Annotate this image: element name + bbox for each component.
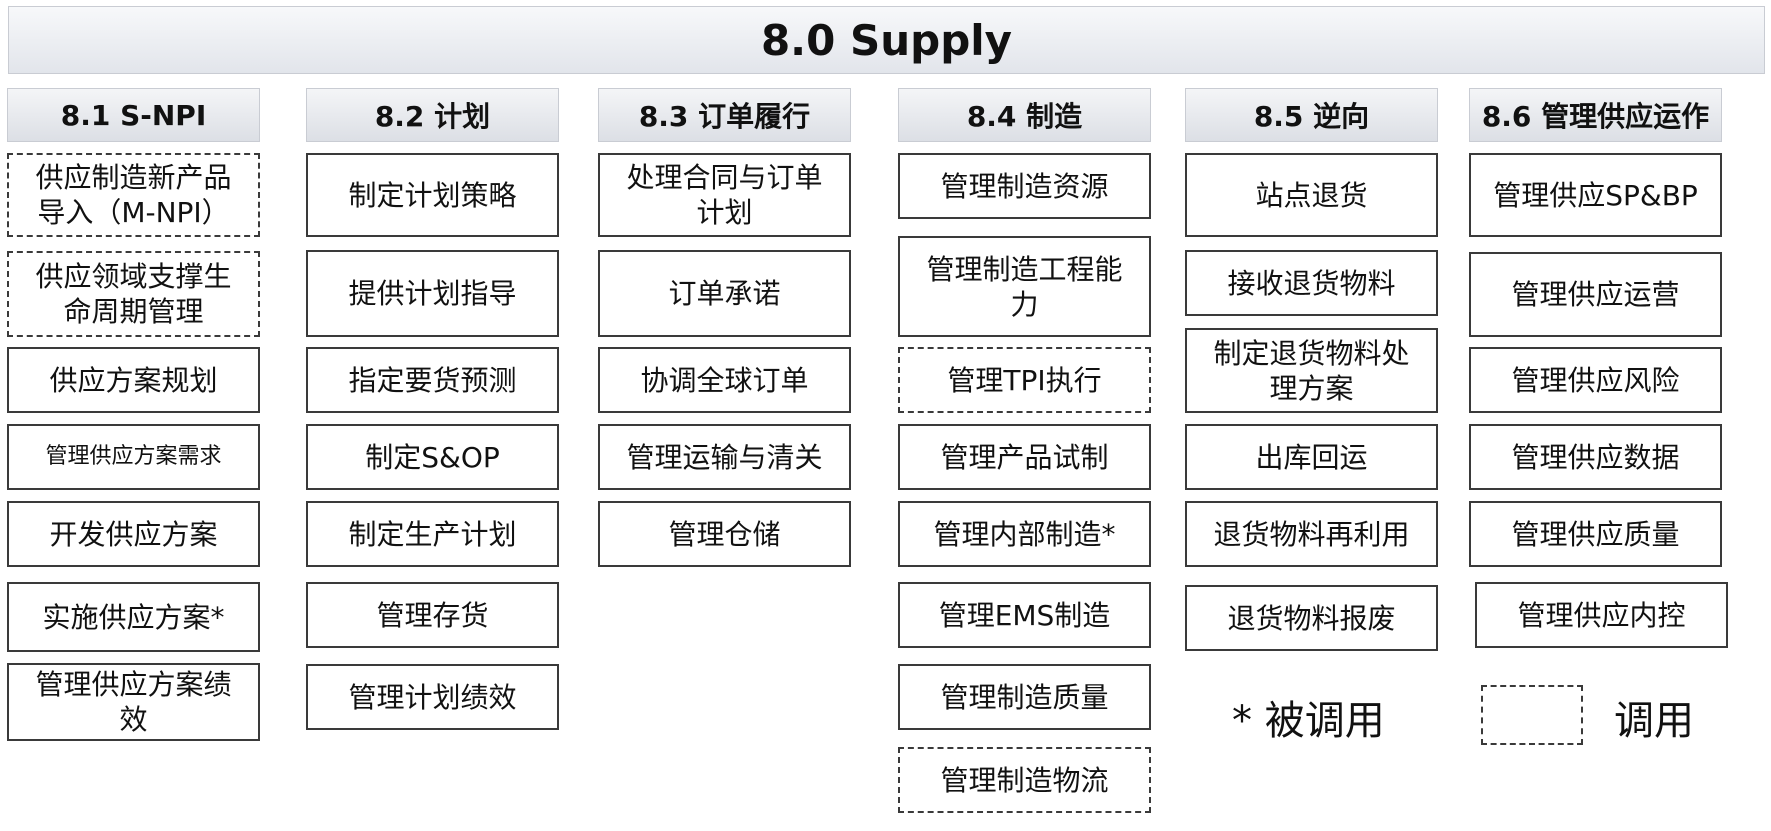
column-header: 8.1 S-NPI [7,88,260,142]
process-box: 接收退货物料 [1185,250,1438,316]
column-header: 8.6 管理供应运作 [1469,88,1722,142]
legend-called-note: * 被调用 [1232,698,1385,744]
process-box: 出库回运 [1185,424,1438,490]
process-box: 订单承诺 [598,250,851,337]
page-title: 8.0 Supply [8,6,1765,74]
process-box: 管理制造资源 [898,153,1151,219]
process-box: 制定退货物料处理方案 [1185,328,1438,413]
process-box: 协调全球订单 [598,347,851,413]
process-box: 提供计划指导 [306,250,559,337]
process-box: 管理制造物流 [898,747,1151,813]
process-box: 处理合同与订单计划 [598,153,851,237]
process-box: 管理产品试制 [898,424,1151,490]
process-box: 管理仓储 [598,501,851,567]
process-box: 退货物料再利用 [1185,501,1438,567]
process-box: 退货物料报废 [1185,585,1438,651]
process-box: 管理EMS制造 [898,582,1151,648]
process-box: 管理供应内控 [1475,582,1728,648]
process-box: 站点退货 [1185,153,1438,237]
process-box: 管理供应风险 [1469,347,1722,413]
process-box: 供应领域支撑生命周期管理 [7,251,260,337]
process-box: 管理TPI执行 [898,347,1151,413]
column-header: 8.4 制造 [898,88,1151,142]
process-box: 指定要货预测 [306,347,559,413]
process-box: 实施供应方案* [7,582,260,652]
process-box: 管理计划绩效 [306,664,559,730]
process-box: 管理制造工程能力 [898,236,1151,337]
process-box: 管理供应数据 [1469,424,1722,490]
legend-dashed-label: 调用 [1614,698,1694,744]
process-box: 管理制造质量 [898,664,1151,730]
legend-dashed-swatch [1481,685,1583,745]
process-box: 开发供应方案 [7,501,260,567]
column-header: 8.3 订单履行 [598,88,851,142]
process-box: 管理供应SP&BP [1469,153,1722,237]
process-box: 制定计划策略 [306,153,559,237]
column-header: 8.5 逆向 [1185,88,1438,142]
process-box: 管理存货 [306,582,559,648]
process-box: 供应方案规划 [7,347,260,413]
process-box: 供应制造新产品导入（M-NPI） [7,153,260,237]
process-box: 管理供应质量 [1469,501,1722,567]
process-box: 管理运输与清关 [598,424,851,490]
process-box: 管理供应方案绩效 [7,663,260,741]
process-box: 管理内部制造* [898,501,1151,567]
process-box: 制定生产计划 [306,501,559,567]
column-header: 8.2 计划 [306,88,559,142]
process-box: 管理供应运营 [1469,252,1722,337]
process-box: 管理供应方案需求 [7,424,260,490]
process-box: 制定S&OP [306,424,559,490]
